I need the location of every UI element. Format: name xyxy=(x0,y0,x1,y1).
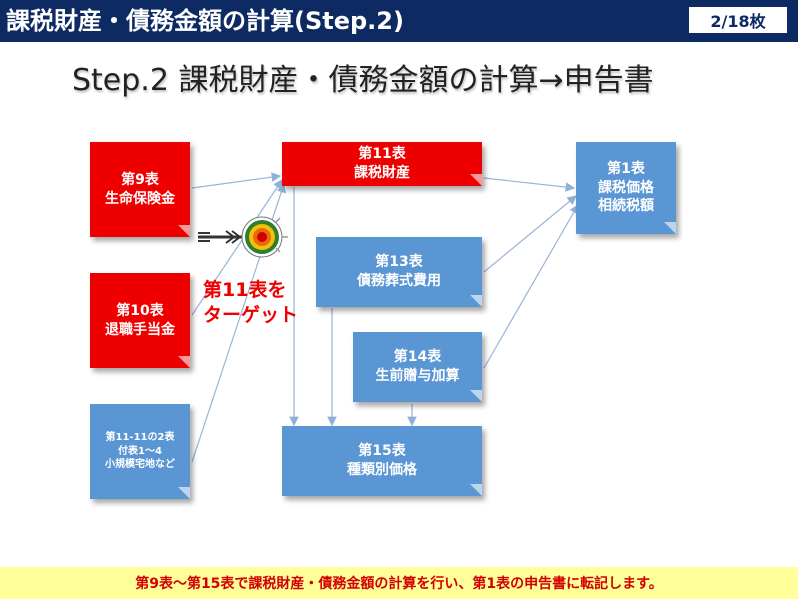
target-label-line1: 第11表を xyxy=(203,279,287,301)
box-table1-desc1: 課税価格 xyxy=(598,179,654,196)
connector-11-to-1 xyxy=(483,177,576,192)
box-table15-title: 第15表 xyxy=(358,443,406,460)
box-table9: 第9表 生命保険金 xyxy=(90,142,190,237)
box-table10: 第10表 退職手当金 xyxy=(90,273,190,368)
connector-10-to-11 xyxy=(191,179,283,316)
box-table11-11-title: 第11-11の2表 xyxy=(105,432,175,444)
box-table11-11: 第11-11の2表 付表1～4 小規模宅地など xyxy=(90,404,190,499)
connector-14-to-1 xyxy=(483,203,579,369)
box-table11-11-desc1: 付表1～4 xyxy=(118,445,162,457)
box-table13: 第13表 債務葬式費用 xyxy=(316,237,482,307)
box-table1: 第1表 課税価格 相続税額 xyxy=(576,142,676,234)
box-table1-desc2: 相続税額 xyxy=(598,198,654,215)
page-indicator: 2/18枚 xyxy=(688,6,788,34)
box-table11: 第11表 課税財産 xyxy=(282,142,482,186)
box-table11-title: 第11表 xyxy=(358,146,406,163)
box-table14-title: 第14表 xyxy=(393,349,442,366)
box-table10-title: 第10表 xyxy=(116,302,164,319)
box-table1-title: 第1表 xyxy=(607,160,645,177)
box-table15-desc: 種類別価格 xyxy=(347,462,417,478)
target-label-line2: ターゲット xyxy=(203,304,299,326)
connector-9-to-11 xyxy=(191,172,282,189)
box-table15: 第15表 種類別価格 xyxy=(282,426,482,496)
box-table13-desc: 債務葬式費用 xyxy=(357,273,441,289)
box-table10-desc: 退職手当金 xyxy=(105,321,175,338)
box-table14: 第14表 生前贈与加算 xyxy=(353,332,482,402)
header-title: 課税財産・債務金額の計算(Step.2) xyxy=(6,7,404,35)
box-table11-11-desc2: 小規模宅地など xyxy=(105,459,175,471)
target-icon xyxy=(198,216,288,258)
slide-subtitle: Step.2 課税財産・債務金額の計算→申告書 xyxy=(72,63,654,98)
box-table14-desc: 生前贈与加算 xyxy=(375,368,460,384)
box-table9-title: 第9表 xyxy=(121,171,159,188)
header-bar: 課税財産・債務金額の計算(Step.2) 2/18枚 xyxy=(0,0,798,42)
box-table9-desc: 生命保険金 xyxy=(105,190,175,207)
footer-note: 第9表～第15表で課税財産・債務金額の計算を行い、第1表の申告書に転記します。 xyxy=(0,567,798,599)
target-label: 第11表を ターゲット xyxy=(203,278,298,328)
box-table11-desc: 課税財産 xyxy=(354,165,410,181)
connector-13-to-1 xyxy=(483,195,577,273)
box-table13-title: 第13表 xyxy=(375,254,423,271)
